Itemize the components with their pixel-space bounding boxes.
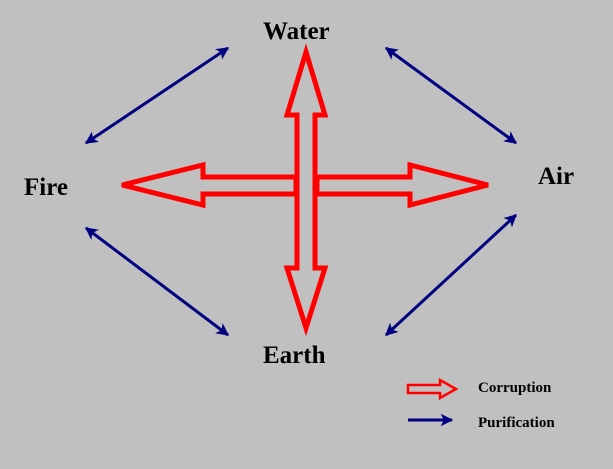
purification-arrow-fire-earth xyxy=(84,226,230,337)
legend-corruption-label: Corruption xyxy=(478,380,552,396)
node-fire-label: Fire xyxy=(24,174,68,201)
node-water-label: Water xyxy=(263,18,330,45)
purification-arrow-earth-air xyxy=(384,213,518,337)
node-air-label: Air xyxy=(538,163,575,190)
node-earth-label: Earth xyxy=(263,342,326,369)
purification-arrow-fire-water xyxy=(84,46,230,145)
corruption-arrow-horizontal xyxy=(121,161,489,209)
legend-purification-label: Purification xyxy=(478,415,555,431)
corruption-arrow-vertical xyxy=(283,43,329,337)
legend-corruption-swatch xyxy=(406,377,459,401)
purification-arrow-water-air xyxy=(384,46,518,145)
